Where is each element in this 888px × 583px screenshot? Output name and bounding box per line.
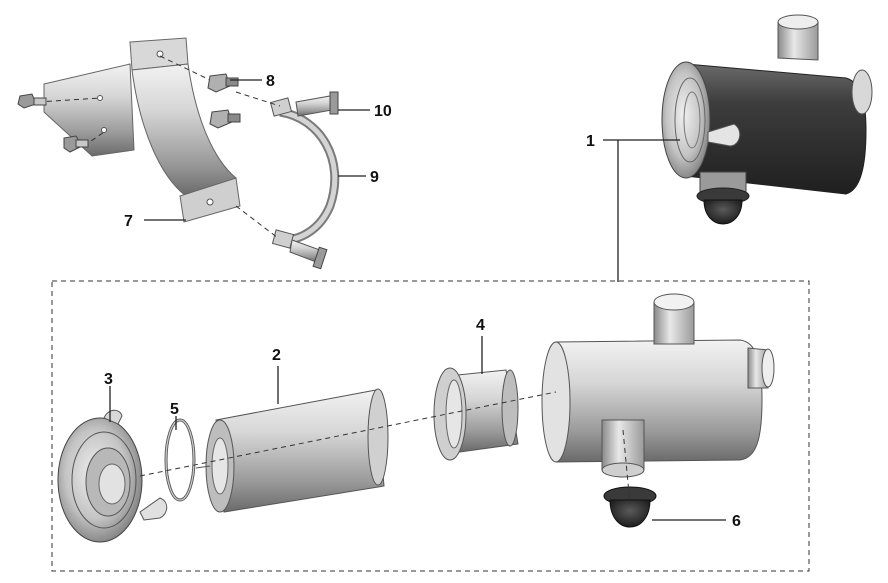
clamp-band [235,91,340,249]
assembled-air-filter [661,14,873,225]
callout-4: 4 [476,317,485,334]
callout-7: 7 [124,213,133,230]
callout-10: 10 [374,103,392,120]
o-ring [164,418,196,502]
filter-element [195,388,389,513]
sleeve-flange [433,367,519,461]
bracket-bolt-upper [17,93,101,109]
screw-10-upper [295,91,339,117]
exploded-view-frame [51,280,810,572]
assembly-axis [139,391,557,477]
callout-5: 5 [170,401,179,418]
end-cover [57,409,168,543]
mounting-bracket [43,37,241,223]
filter-housing [541,293,775,478]
screw-10-lower [289,239,328,270]
leader-lines [109,79,726,521]
callout-1: 1 [586,133,595,150]
outlet-axis [622,429,631,505]
callout-8: 8 [266,73,275,90]
callout-9: 9 [370,169,379,186]
bolt-8-lower [209,109,241,129]
callout-3: 3 [104,371,113,388]
bolt-8-upper [159,55,239,93]
rubber-valve [603,486,657,528]
callout-6: 6 [732,513,741,530]
callout-2: 2 [272,347,281,364]
bracket-bolt-lower [63,131,105,153]
